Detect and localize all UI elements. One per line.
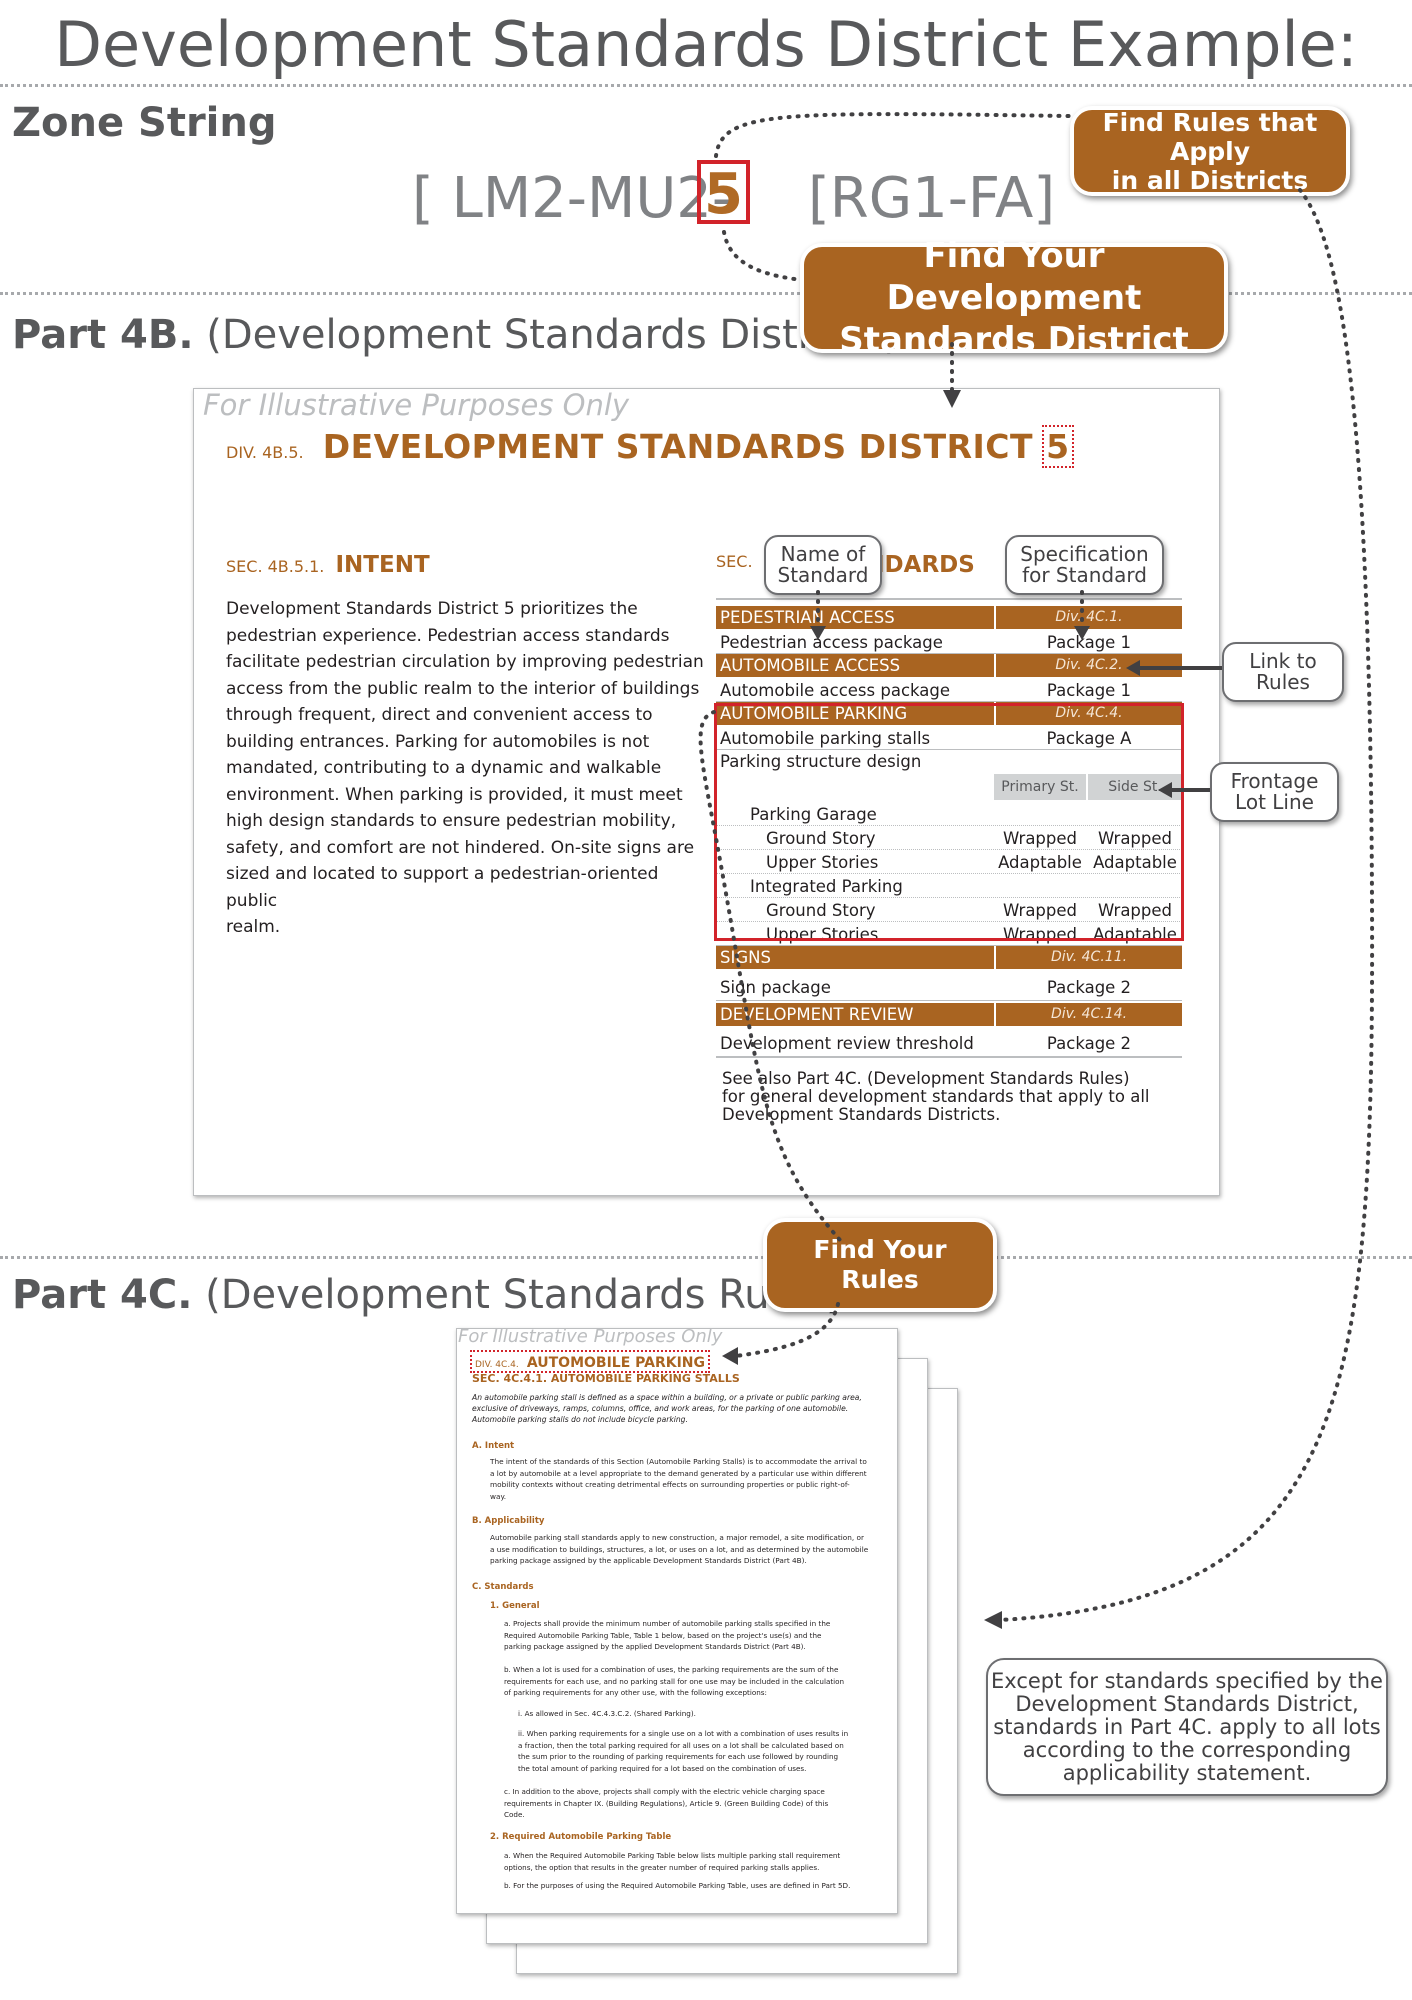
table-row: Ground Story Wrapped Wrapped [716, 898, 1182, 922]
zone-suffix: [RG1-FA] [790, 166, 1056, 231]
arrowhead [943, 390, 961, 408]
rules-c1a: a. Projects shall provide the minimum nu… [504, 1619, 831, 1651]
zone-string-label: Zone String [12, 100, 277, 146]
intent-text: Development Standards District 5 priorit… [226, 599, 704, 937]
rules-c1b-ii: ii. When parking requirements for a sing… [518, 1729, 849, 1773]
standards-heading: SEC. [716, 552, 753, 571]
rules-intent-text: The intent of the standards of this Sect… [490, 1457, 867, 1501]
table-row: Parking Garage [716, 802, 1182, 826]
arrow-zone-to-all-rules [714, 112, 1074, 158]
rules-page [456, 1328, 898, 1914]
table-subheader: Primary St. Side St. [716, 774, 1182, 800]
divider [0, 1256, 1412, 1259]
illustrative-note: For Illustrative Purposes Only [203, 388, 630, 422]
district-heading: DIV. 4B.5. DEVELOPMENT STANDARDS DISTRIC… [226, 425, 1074, 468]
zone-district-number: 5 [704, 162, 743, 227]
arrowhead [1074, 626, 1090, 640]
zone-string: [ LM2-MU2- [RG1-FA] [412, 166, 1055, 231]
arrow-parking-to-rules [698, 710, 842, 1242]
rules-c2a: a. When the Required Automobile Parking … [504, 1851, 841, 1872]
rules-standards-head: C. Standards [472, 1582, 534, 1592]
zone-prefix: [ LM2-MU2- [412, 166, 733, 231]
divider [0, 84, 1412, 87]
intent-heading: SEC. 4B.5.1. INTENT [226, 552, 430, 578]
divider [0, 292, 1412, 295]
rules-c2b: b. For the purposes of using the Require… [504, 1881, 851, 1890]
rules-illustrative-note: For Illustrative Purposes Only [458, 1326, 723, 1347]
rules-table-head: 2. Required Automobile Parking Table [490, 1832, 672, 1842]
part-4b-title: Part 4B. (Development Standards District… [12, 312, 900, 358]
arrow-rules-callout-to-doc [734, 1302, 840, 1358]
rules-c1c: c. In addition to the above, projects sh… [504, 1787, 829, 1819]
rules-applicability-head: B. Applicability [472, 1516, 545, 1526]
table-row: Parking structure design [720, 752, 922, 771]
part-4c-title: Part 4C. (Development Standards Rules) [12, 1272, 842, 1318]
rules-c1b-i: i. As allowed in Sec. 4C.4.3.C.2. (Share… [518, 1709, 696, 1718]
rules-sec-title: SEC. 4C.4.1. AUTOMOBILE PARKING STALLS [472, 1372, 740, 1385]
table-row: Integrated Parking [716, 874, 1182, 898]
arrow-all-rules-to-part-4c [998, 188, 1375, 1622]
district-number: 5 [1042, 425, 1074, 468]
table-row: Ground Story Wrapped Wrapped [716, 826, 1182, 850]
arrowhead [1158, 782, 1172, 798]
rules-div-heading: DIV. 4C.4. AUTOMOBILE PARKING [470, 1350, 711, 1373]
arrowhead [810, 626, 826, 640]
automobile-parking-highlight [714, 703, 1184, 941]
table-top-rule [716, 598, 1182, 600]
arrowhead [1126, 660, 1140, 676]
table-row: Upper Stories Adaptable Adaptable [716, 850, 1182, 874]
see-also-text: See also Part 4C. (Development Standards… [722, 1069, 1150, 1124]
rules-applicability-text: Automobile parking stall standards apply… [490, 1533, 869, 1565]
arrowhead [984, 1611, 1002, 1629]
arrow-zone-to-district [722, 230, 804, 282]
zone-district-highlight [697, 160, 750, 224]
rules-c1b: b. When a lot is used for a combination … [504, 1665, 845, 1697]
rules-intro: An automobile parking stall is defined a… [472, 1393, 862, 1424]
arrowhead [722, 1347, 738, 1365]
rules-intent-head: A. Intent [472, 1441, 515, 1451]
page-title: Development Standards District Example: [54, 8, 1358, 81]
standards-title: IDARDS [876, 552, 975, 578]
rules-general-head: 1. General [490, 1601, 540, 1611]
